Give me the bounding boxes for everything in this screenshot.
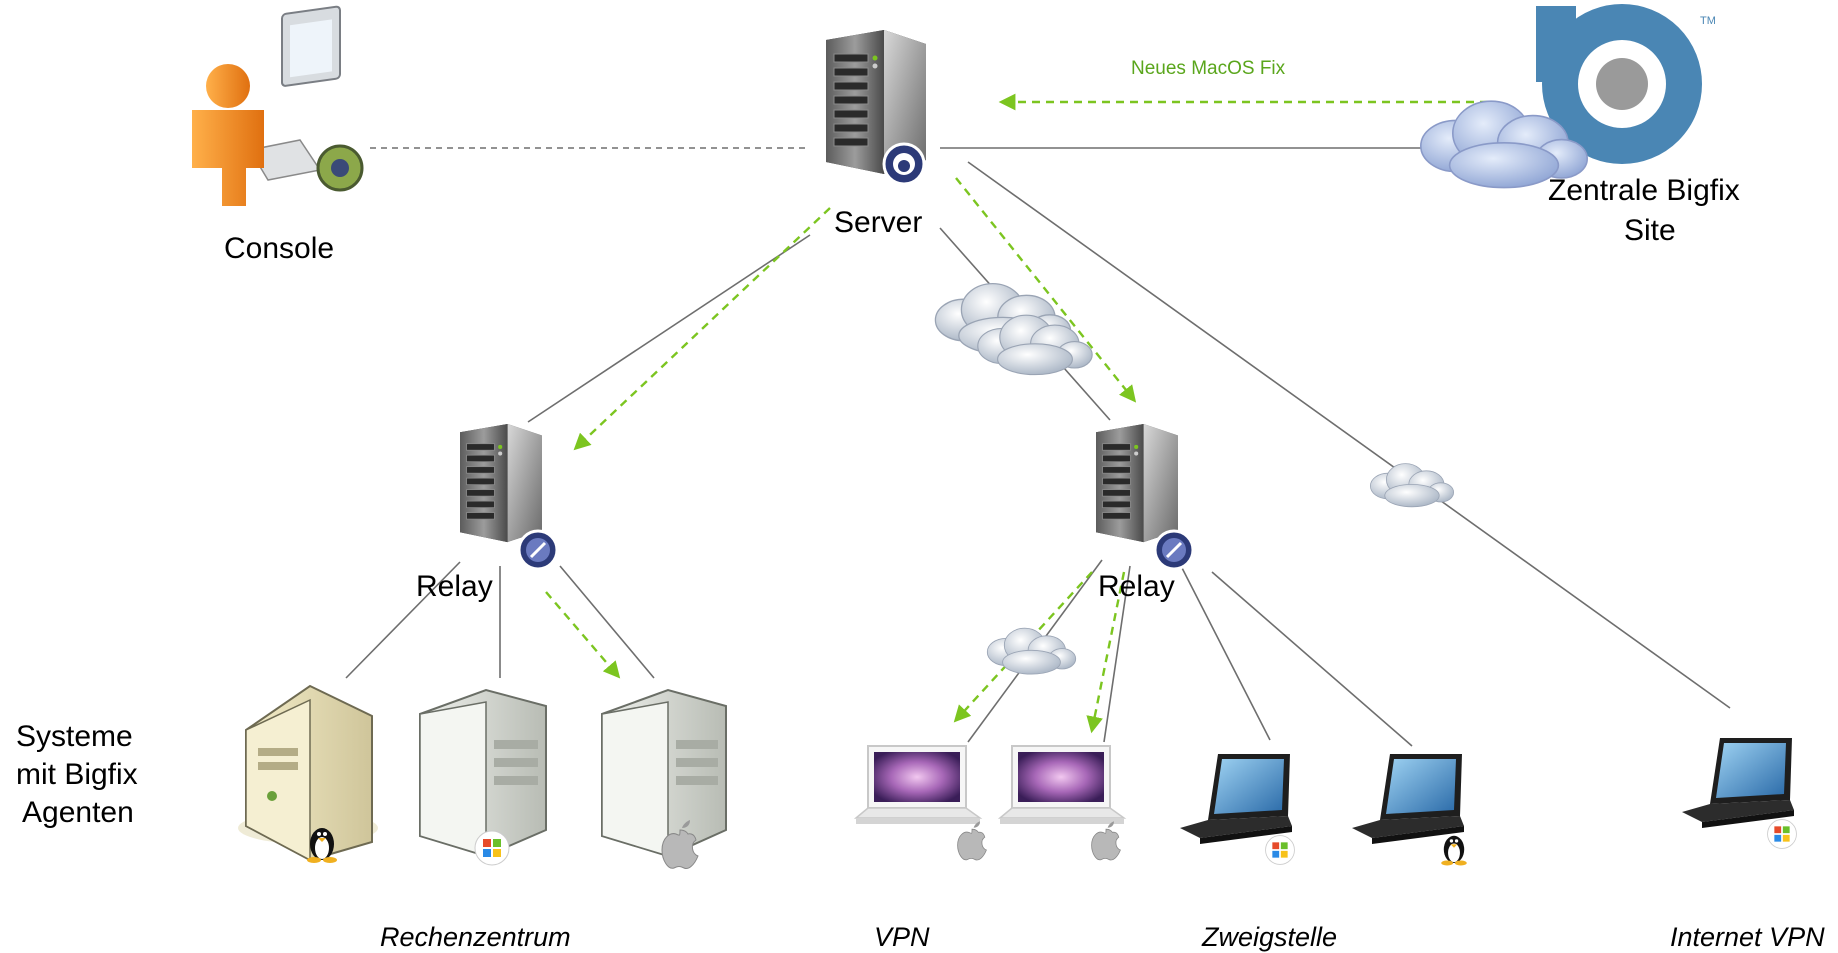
relay-left-label: Relay: [416, 570, 493, 603]
systems-label-line2: mit Bigfix: [16, 758, 138, 791]
linux-laptop-icon: [1352, 754, 1467, 866]
cloud-icon: [986, 627, 1077, 675]
relay-right-badge-icon: [1153, 529, 1195, 571]
fix-annotation-label: Neues MacOS Fix: [1131, 58, 1286, 79]
relay-right-label: Relay: [1098, 570, 1175, 603]
relay-left-tower-icon: [459, 423, 543, 543]
bigfix-site-label-line1: Zentrale Bigfix: [1548, 174, 1740, 207]
mac-laptop-vpn-icon: [999, 745, 1125, 861]
bigfix-badge-icon: [882, 142, 926, 186]
server-label: Server: [834, 206, 923, 239]
group-label-rechenzentrum: Rechenzentrum: [380, 922, 571, 952]
link-lines: [345, 147, 1731, 747]
mac-server-icon: [601, 688, 727, 869]
windows-server-icon: [419, 688, 547, 866]
systems-label-line1: Systeme: [16, 720, 133, 753]
group-label-internet-vpn: Internet VPN: [1670, 922, 1825, 952]
bigfix-logo-icon: TM: [1536, 4, 1716, 164]
trademark-mark: TM: [1700, 15, 1716, 27]
cloud-icon: [1370, 463, 1454, 508]
linux-server-icon: [238, 684, 378, 863]
windows-laptop-icon: [1180, 754, 1295, 865]
console-label: Console: [224, 232, 335, 265]
relay-right-tower-icon: [1095, 423, 1179, 543]
console-person-computer-icon: [192, 5, 364, 206]
group-label-zweigstelle: Zweigstelle: [1202, 922, 1338, 952]
relay-left-badge-icon: [517, 529, 559, 571]
bigfix-site-label-line2: Site: [1624, 214, 1676, 247]
group-label-vpn: VPN: [874, 922, 930, 952]
systems-label-line3: Agenten: [22, 796, 134, 829]
mac-laptop-vpn-icon: [855, 745, 987, 861]
windows-laptop-internet-icon: [1682, 738, 1797, 849]
